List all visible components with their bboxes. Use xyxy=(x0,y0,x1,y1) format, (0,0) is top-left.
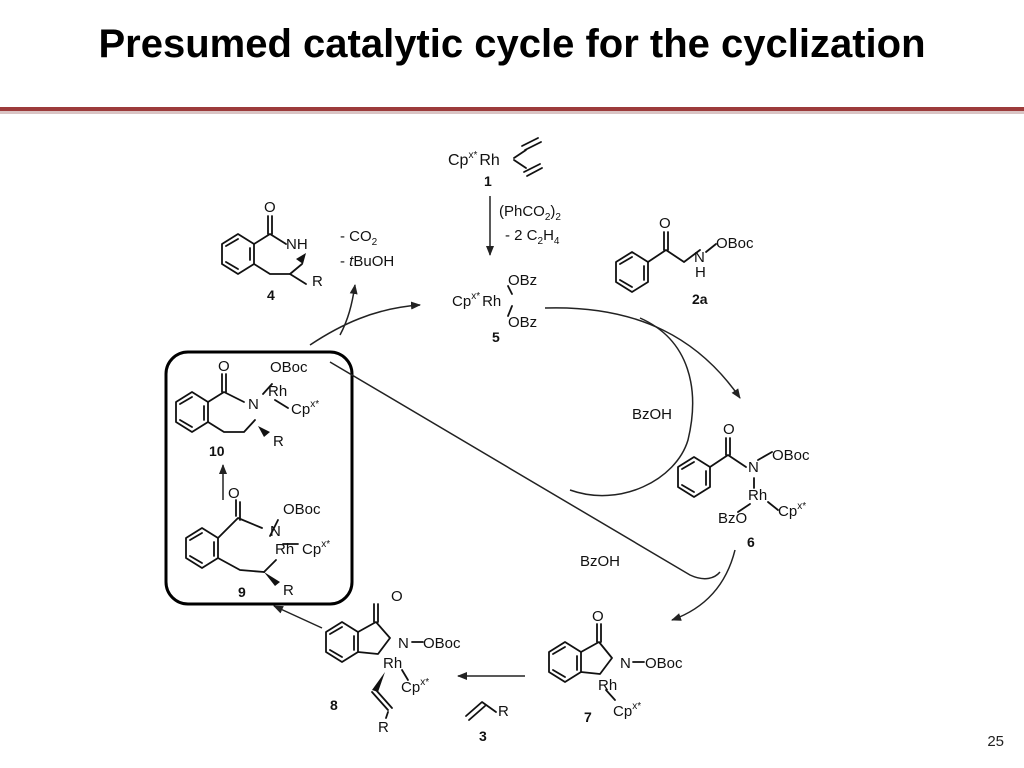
compound-10-label: 10 xyxy=(209,443,225,459)
compound-7-label: 7 xyxy=(584,709,592,725)
svg-text:R: R xyxy=(273,433,284,450)
svg-text:O: O xyxy=(723,421,735,438)
svg-text:Cpx*: Cpx* xyxy=(613,701,641,720)
arrow-6-to-7 xyxy=(671,549,736,621)
svg-text:Rh: Rh xyxy=(275,541,294,558)
svg-text:N: N xyxy=(620,655,631,672)
compound-2a: O N H OBoc 2a xyxy=(615,215,754,307)
compound-3: R 3 xyxy=(465,701,509,744)
svg-text:Rh: Rh xyxy=(598,677,617,694)
svg-text:H: H xyxy=(695,264,706,281)
svg-text:Rh: Rh xyxy=(268,383,287,400)
svg-text:Cpx*: Cpx* xyxy=(291,399,319,418)
svg-text:Cpx*: Cpx* xyxy=(401,677,429,696)
svg-text:(PhCO2)2: (PhCO2)2 xyxy=(499,203,561,223)
svg-text:OBoc: OBoc xyxy=(423,635,461,652)
title-divider-shadow xyxy=(0,111,1024,114)
title-divider xyxy=(0,107,1024,111)
svg-text:R: R xyxy=(498,703,509,720)
svg-text:Cpx*: Cpx* xyxy=(778,501,806,520)
arrow-8-to-9 xyxy=(273,605,323,629)
compound-8-label: 8 xyxy=(330,697,338,713)
compound-8: O N OBoc Rh R Cpx* 8 xyxy=(325,588,461,736)
page-number: 25 xyxy=(987,733,1004,750)
compound-1: Cpx*Rh 1 xyxy=(448,137,543,189)
compound-2a-label: 2a xyxy=(692,291,708,307)
svg-text:R: R xyxy=(378,719,389,736)
compound-9: O N OBoc Rh Cpx* R 9 xyxy=(185,485,330,600)
svg-text:O: O xyxy=(391,588,403,605)
svg-text:Cpx*: Cpx* xyxy=(302,539,330,558)
svg-text:OBoc: OBoc xyxy=(716,235,754,252)
svg-text:N: N xyxy=(694,249,705,266)
compound-3-label: 3 xyxy=(479,728,487,744)
svg-text:NH: NH xyxy=(286,236,308,253)
compound-5: OBz Cpx*Rh OBz 5 xyxy=(452,272,537,345)
svg-text:- 2 C2H4: - 2 C2H4 xyxy=(505,227,560,247)
svg-text:N: N xyxy=(748,459,759,476)
svg-text:OBoc: OBoc xyxy=(270,359,308,376)
svg-text:BzO: BzO xyxy=(718,510,747,527)
svg-text:N: N xyxy=(398,635,409,652)
svg-text:R: R xyxy=(312,273,323,290)
svg-text:N: N xyxy=(248,396,259,413)
svg-text:O: O xyxy=(264,199,276,216)
svg-text:OBoc: OBoc xyxy=(772,447,810,464)
bzoh-release-line xyxy=(329,361,721,580)
slide-title: Presumed catalytic cycle for the cycliza… xyxy=(98,22,926,66)
compound-1-label: 1 xyxy=(484,173,492,189)
bzoh-lower: BzOH xyxy=(580,553,620,570)
svg-text:OBoc: OBoc xyxy=(283,501,321,518)
compound-7: O N OBoc Rh Cpx* 7 xyxy=(548,608,683,725)
compound-6-label: 6 xyxy=(747,534,755,550)
svg-text:Rh: Rh xyxy=(383,655,402,672)
svg-text:O: O xyxy=(592,608,604,625)
compound-4: O NH R 4 xyxy=(221,199,323,303)
bzoh-upper: BzOH xyxy=(632,406,672,423)
svg-text:N: N xyxy=(270,523,281,540)
compound-4-label: 4 xyxy=(267,287,275,303)
svg-text:- CO2: - CO2 xyxy=(340,228,378,248)
svg-text:Cpx*Rh: Cpx*Rh xyxy=(448,150,500,169)
svg-text:OBoc: OBoc xyxy=(645,655,683,672)
arrow-5-to-6 xyxy=(544,307,741,399)
svg-text:Cpx*Rh: Cpx*Rh xyxy=(452,291,501,310)
compound-9-label: 9 xyxy=(238,584,246,600)
activation-reagents: (PhCO2)2 - 2 C2H4 xyxy=(499,203,561,247)
svg-text:R: R xyxy=(283,582,294,599)
highlight-box xyxy=(164,350,354,606)
svg-text:O: O xyxy=(228,485,240,502)
arrow-2a-entry xyxy=(569,317,694,497)
svg-text:O: O xyxy=(659,215,671,232)
arrow-10-to-5 xyxy=(309,301,421,346)
byproducts: - CO2 - tBuOH xyxy=(340,228,394,270)
compound-6: O N OBoc Rh BzO Cpx* 6 xyxy=(677,421,810,550)
svg-text:OBz: OBz xyxy=(508,314,537,331)
svg-text:- tBuOH: - tBuOH xyxy=(340,253,394,270)
svg-text:OBz: OBz xyxy=(508,272,537,289)
svg-text:Rh: Rh xyxy=(748,487,767,504)
svg-text:O: O xyxy=(218,358,230,375)
compound-10: O N OBoc Rh Cpx* R 10 xyxy=(175,358,319,459)
compound-5-label: 5 xyxy=(492,329,500,345)
arrow-release-product-4 xyxy=(339,284,358,336)
